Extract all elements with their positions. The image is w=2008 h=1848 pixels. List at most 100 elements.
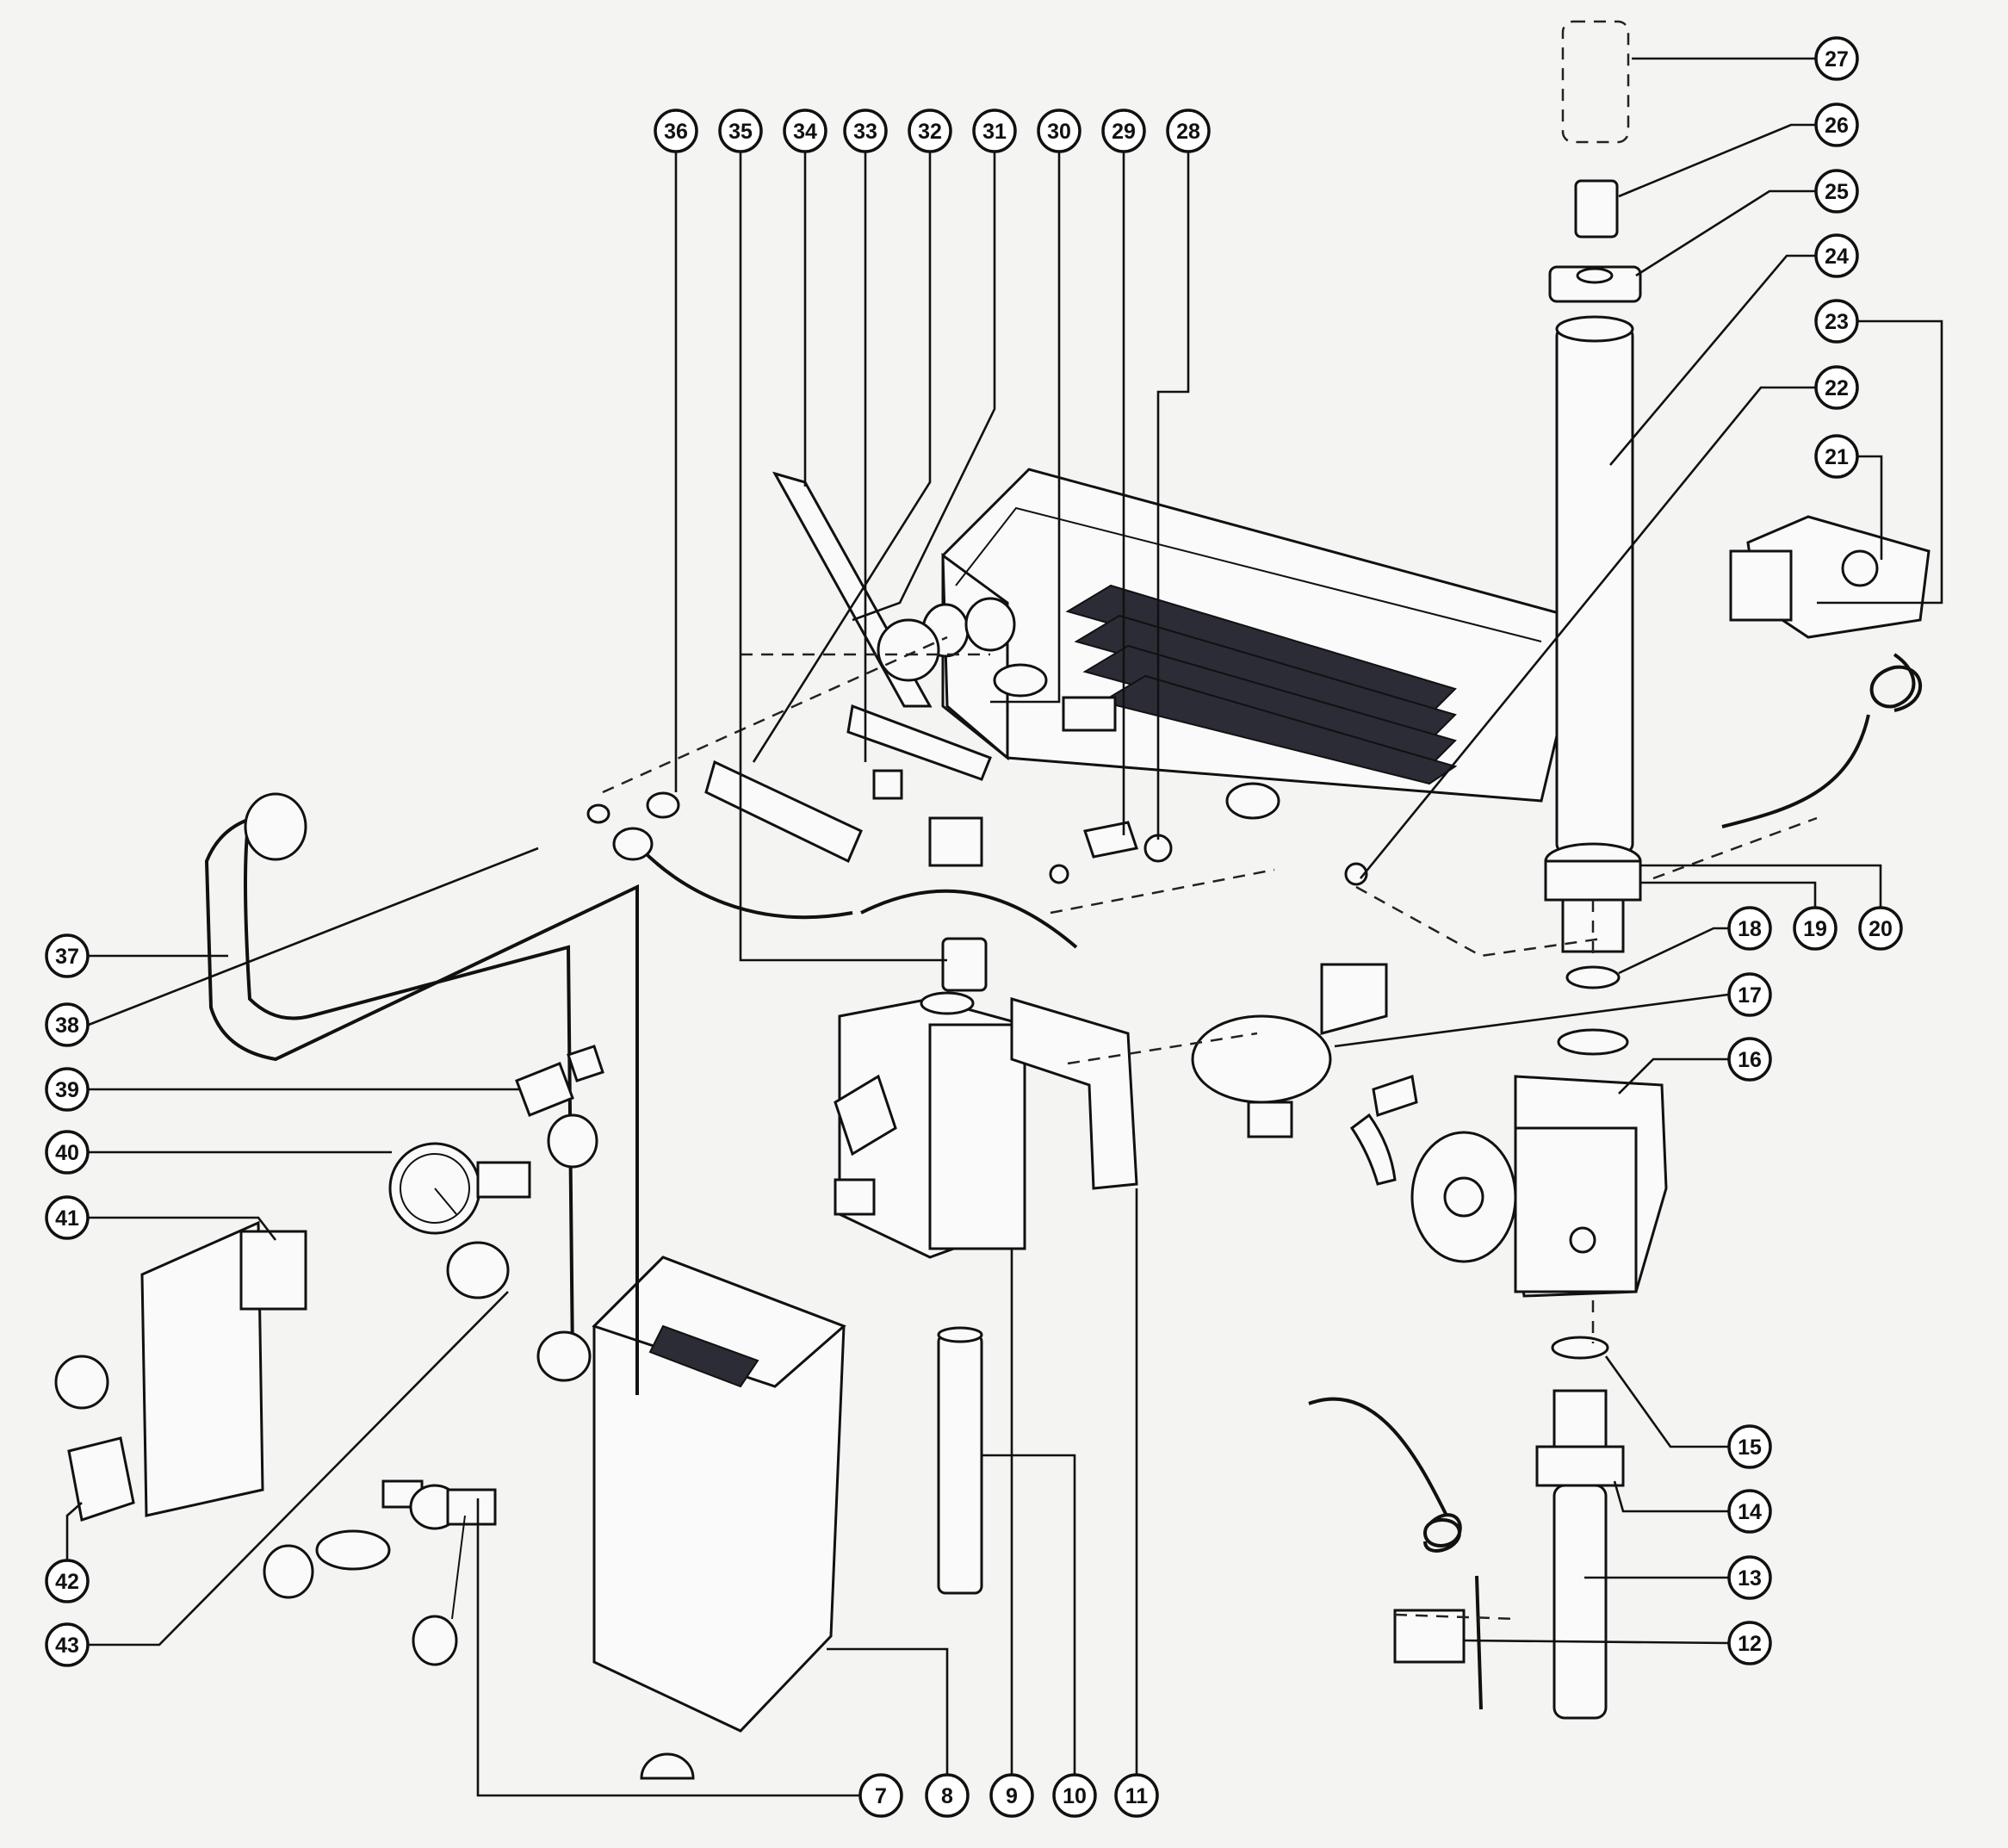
part-number-label: 18	[1738, 917, 1762, 941]
part-number-label: 40	[55, 1141, 79, 1165]
callout-circle	[1052, 1773, 1097, 1818]
callout-27: 27	[1632, 36, 1859, 81]
callout-circle	[45, 1622, 90, 1667]
callout-39: 39	[45, 1067, 521, 1112]
callout-circle	[1814, 36, 1859, 81]
callout-38: 38	[45, 846, 539, 1047]
callout-8: 8	[827, 1647, 970, 1818]
lower-pipe-assembly	[1535, 1336, 1625, 1720]
part-number-label: 16	[1738, 1048, 1762, 1072]
electrode-bracket-assembly	[586, 471, 1173, 884]
part-number-label: 8	[941, 1784, 953, 1808]
callout-7: 7	[476, 1498, 903, 1818]
callout-36: 36	[654, 109, 698, 792]
leader-line	[1604, 1355, 1728, 1448]
part-number-label: 39	[55, 1078, 79, 1102]
mounting-bracket	[1010, 996, 1138, 1190]
leader-line	[1640, 864, 1882, 907]
part-number-label: 37	[55, 945, 79, 969]
pressure-switch	[1191, 963, 1418, 1186]
callout-43: 43	[45, 1291, 509, 1667]
callout-circle	[972, 109, 1017, 153]
flue-assembly	[1548, 20, 1642, 854]
part-number-label: 21	[1825, 445, 1849, 469]
callout-circle	[843, 109, 888, 153]
gas-pipe	[937, 1326, 983, 1595]
part-number-label: 22	[1825, 376, 1849, 400]
callout-22: 22	[1359, 365, 1859, 879]
leader-line	[89, 1291, 509, 1646]
leader-line	[88, 846, 539, 1026]
part-number-label: 12	[1738, 1632, 1762, 1656]
expansion-pipes	[204, 792, 1078, 1395]
callout-circle	[1727, 1489, 1772, 1534]
part-number-label: 33	[853, 120, 877, 144]
leader-line	[1635, 189, 1815, 277]
callout-15: 15	[1604, 1355, 1772, 1469]
leader-line	[739, 152, 947, 962]
callout-circle	[45, 1559, 90, 1603]
leader-line	[1858, 455, 1883, 560]
callout-30: 30	[990, 109, 1081, 704]
callout-34: 34	[783, 109, 827, 487]
callout-circle	[1793, 906, 1838, 951]
callout-circle	[1814, 102, 1859, 147]
relief-valve	[515, 1045, 604, 1117]
circulator-pump	[1410, 1075, 1668, 1298]
control-box	[592, 1256, 846, 1733]
leader-line	[827, 1647, 949, 1774]
part-number-label: 35	[728, 120, 753, 144]
parts-drawing	[54, 20, 1931, 1780]
callout-28: 28	[1156, 109, 1211, 840]
callout-circle	[45, 1130, 90, 1175]
leader-line	[990, 152, 1061, 704]
callout-12: 12	[1463, 1621, 1772, 1665]
part-number-label: 38	[55, 1014, 79, 1038]
leader-line	[852, 152, 996, 622]
part-number-label: 25	[1825, 180, 1849, 204]
callout-circle	[1166, 109, 1211, 153]
callout-circle	[1814, 434, 1859, 479]
callout-circle	[1814, 365, 1859, 410]
callout-circle	[1727, 1037, 1772, 1082]
callout-circle	[45, 1002, 90, 1047]
callout-circle	[1814, 299, 1859, 344]
callout-circle	[1727, 1621, 1772, 1665]
callout-11: 11	[1114, 1188, 1159, 1818]
part-number-label: 20	[1869, 917, 1893, 941]
callout-circle	[1727, 906, 1772, 951]
callout-circle	[858, 1773, 903, 1818]
part-number-label: 14	[1738, 1500, 1762, 1524]
leader-line	[1618, 927, 1728, 975]
leader-line	[476, 1498, 859, 1797]
callout-16: 16	[1618, 1037, 1772, 1095]
drain-tap-fittings	[263, 1113, 695, 1780]
part-number-label: 7	[875, 1784, 887, 1808]
callout-circle	[45, 1067, 90, 1112]
part-number-label: 36	[664, 120, 688, 144]
leader-line	[1618, 123, 1815, 198]
callout-13: 13	[1584, 1555, 1772, 1600]
callout-41: 41	[45, 1195, 277, 1241]
leader-line	[1618, 1057, 1728, 1095]
callout-33: 33	[843, 109, 888, 762]
part-number-label: 11	[1125, 1784, 1149, 1808]
leader-line	[982, 1454, 1076, 1774]
part-number-label: 23	[1825, 310, 1849, 334]
callout-circle	[908, 109, 952, 153]
callout-circle	[718, 109, 763, 153]
part-number-label: 29	[1112, 120, 1136, 144]
part-number-label: 10	[1063, 1784, 1087, 1808]
leader-line	[1609, 254, 1815, 466]
part-number-label: 19	[1803, 917, 1827, 941]
callout-circle	[1037, 109, 1081, 153]
callout-circle	[1114, 1773, 1159, 1818]
part-number-label: 13	[1738, 1566, 1762, 1591]
callout-18: 18	[1618, 906, 1772, 975]
callout-14: 14	[1613, 1480, 1772, 1534]
pressure-gauge	[388, 1142, 531, 1235]
callout-42: 42	[45, 1502, 90, 1603]
callout-circle	[654, 109, 698, 153]
